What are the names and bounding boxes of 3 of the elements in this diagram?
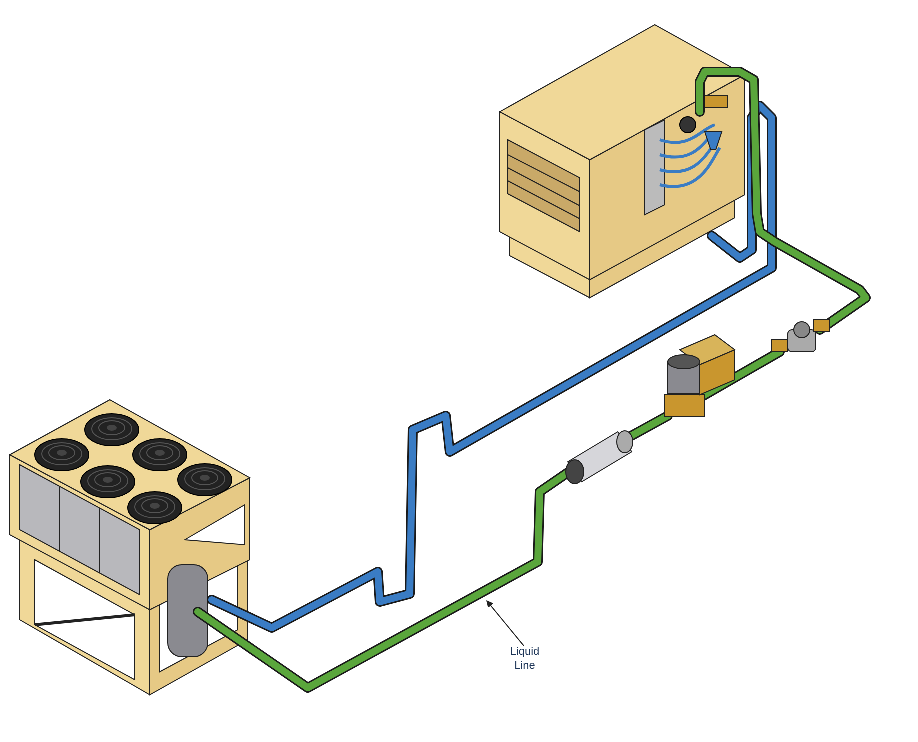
callout-label: Liquid Line <box>500 645 550 673</box>
leader-line <box>486 600 524 646</box>
liquid-pipe <box>193 67 871 693</box>
